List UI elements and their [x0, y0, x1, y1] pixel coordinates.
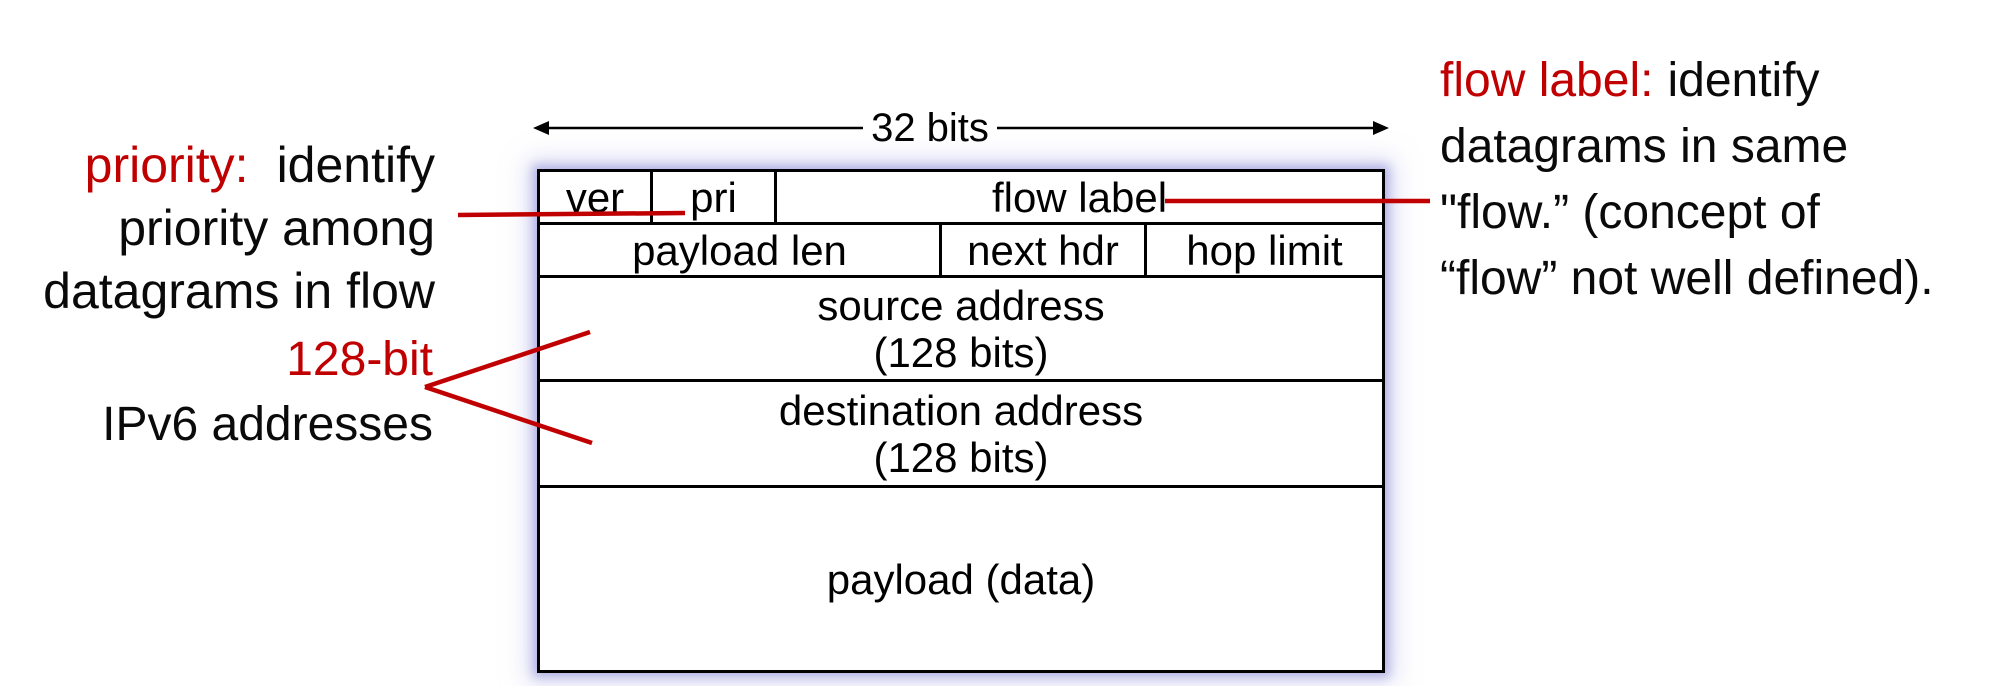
annotation-flow-line1: flow label:identify	[1440, 48, 1934, 114]
priority-term: priority:	[84, 137, 249, 193]
addresses-line2: IPv6 addresses	[102, 398, 433, 451]
header-row-destination: destination address (128 bits)	[540, 382, 1382, 488]
annotation-priority: priority: identify priority among datagra…	[43, 134, 435, 323]
cell-ver: ver	[540, 172, 653, 222]
flow-label-label: flow label	[991, 173, 1168, 221]
ipv6-header-table: ver pri flow label payload len next hdr …	[537, 169, 1385, 673]
bits-width-label: 32 bits	[871, 106, 989, 150]
addresses-term: 128-bit	[286, 333, 433, 386]
pri-label: pri	[690, 173, 737, 221]
payload-len-label: payload len	[632, 226, 847, 274]
header-row-payload: payload (data)	[540, 488, 1382, 670]
cell-source-address: source address (128 bits)	[540, 278, 1382, 379]
annotation-flow-line3: "flow.” (concept of	[1440, 186, 1820, 239]
annotation-flow-label: flow label:identify datagrams in same "f…	[1440, 48, 1934, 312]
ver-label: ver	[565, 173, 625, 221]
hop-limit-label: hop limit	[1186, 226, 1343, 274]
annotation-flow-line2: datagrams in same	[1440, 120, 1849, 173]
cell-payload-len: payload len	[540, 225, 942, 275]
destination-address-label: destination address	[778, 386, 1144, 434]
header-row-1: ver pri flow label	[540, 172, 1382, 225]
payload-data-label: payload (data)	[826, 555, 1096, 603]
source-address-label: source address	[817, 281, 1105, 329]
flow-label-term: flow label:	[1440, 54, 1654, 107]
flow-line1-rest: identify	[1667, 54, 1820, 107]
bits-arrowhead-left-icon	[533, 121, 549, 135]
annotation-priority-line1: priority: identify	[43, 134, 435, 197]
bits-arrowhead-right-icon	[1373, 121, 1389, 135]
annotation-priority-line2: priority among	[118, 200, 435, 256]
cell-flow-label: flow label	[777, 172, 1382, 222]
cell-pri: pri	[653, 172, 777, 222]
next-hdr-label: next hdr	[967, 226, 1119, 274]
annotation-priority-line3: datagrams in flow	[43, 263, 435, 319]
cell-payload-data: payload (data)	[540, 488, 1382, 670]
cell-hop-limit: hop limit	[1147, 225, 1382, 275]
annotation-flow-line4: “flow” not well defined).	[1440, 252, 1934, 305]
header-row-2: payload len next hdr hop limit	[540, 225, 1382, 278]
destination-address-bits: (128 bits)	[873, 433, 1049, 481]
priority-line1-rest: identify	[276, 137, 435, 193]
header-row-source: source address (128 bits)	[540, 278, 1382, 382]
annotation-128bit-addresses: 128-bit IPv6 addresses	[102, 327, 433, 457]
source-address-bits: (128 bits)	[873, 328, 1049, 376]
cell-next-hdr: next hdr	[942, 225, 1147, 275]
cell-destination-address: destination address (128 bits)	[540, 382, 1382, 485]
